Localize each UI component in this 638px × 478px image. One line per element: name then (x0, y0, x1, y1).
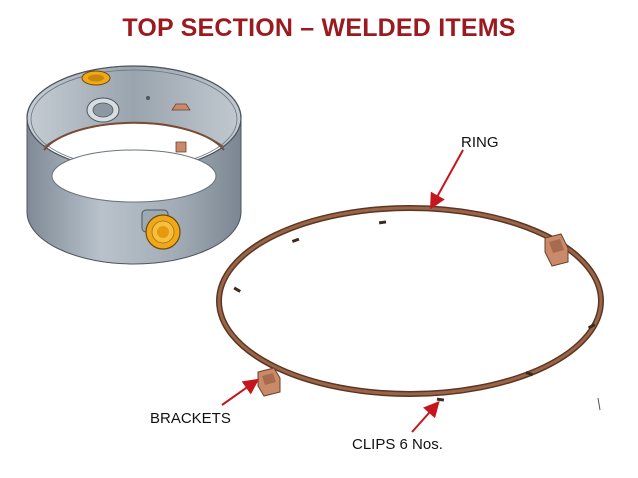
bracket-right (544, 233, 569, 267)
clip (525, 371, 534, 377)
top-nozzle (86, 96, 150, 123)
clip (587, 323, 596, 330)
brackets-label: BRACKETS (150, 410, 231, 427)
clip (291, 237, 300, 243)
clip (378, 220, 387, 225)
front-nozzle-flange (141, 209, 181, 250)
edge-mark (597, 397, 601, 411)
back-flange (81, 70, 111, 86)
slide-title: TOP SECTION – WELDED ITEMS (122, 14, 516, 42)
clips (233, 220, 596, 402)
ring-label: RING (461, 134, 499, 151)
clip (436, 397, 445, 402)
clips-label: CLIPS 6 Nos. (352, 436, 443, 453)
ring-arrow (430, 149, 464, 210)
cylinder-shell (26, 65, 242, 265)
clip (233, 286, 241, 293)
bracket-left (257, 367, 281, 397)
clips-arrow (411, 401, 440, 433)
ring (216, 205, 604, 397)
brackets-arrow (221, 378, 260, 406)
